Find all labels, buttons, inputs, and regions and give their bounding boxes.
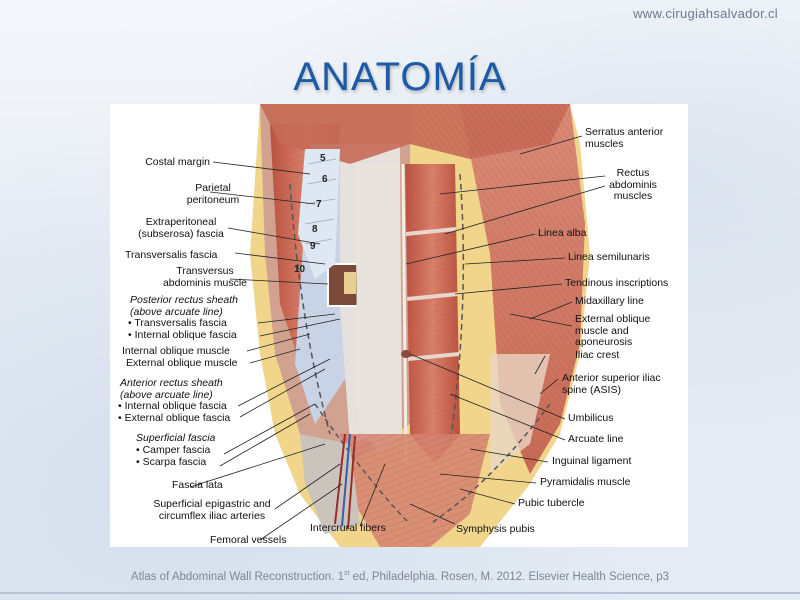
site-url: www.cirugiahsalvador.cl	[633, 6, 778, 21]
window-inner-layer	[344, 272, 356, 294]
label-transversalis-fascia: Transversalis fascia	[125, 249, 218, 261]
label-midaxillary-line: Midaxillary line	[575, 295, 644, 307]
linea-semilunaris-left	[289, 183, 331, 435]
label-superficial-epigastric-arteries: Superficial epigastric and circumflex il…	[153, 498, 271, 522]
label-arcuate-line: Arcuate line	[568, 433, 624, 445]
rib-number-8: 8	[312, 224, 318, 235]
tendinous-inscription-1	[405, 227, 457, 236]
label-symphysis-pubis: Symphysis pubis	[456, 523, 535, 535]
rib-number-6: 6	[322, 174, 328, 185]
label-posterior-rectus-sheath: Posterior rectus sheath (above arcuate l…	[130, 294, 238, 318]
inguinal-ligament-line-right	[429, 403, 551, 525]
external-oblique-aponeurosis	[490, 354, 550, 474]
label-linea-semilunaris: Linea semilunaris	[568, 251, 650, 263]
pectoral-fibers	[410, 104, 570, 159]
label-intercrural-fibers: Intercrural fibers	[310, 522, 386, 534]
label-femoral-vessels: Femoral vessels	[210, 534, 287, 546]
lower-fibers	[340, 434, 490, 547]
label-extraperitoneal-fascia: Extraperitoneal (subserosa) fascia	[138, 216, 224, 240]
rib-number-7: 7	[316, 199, 322, 210]
label-posterior-sheath-items: • Transversalis fascia • Internal obliqu…	[128, 317, 237, 341]
label-superficial-fascia-items: • Camper fascia • Scarpa fascia	[136, 444, 211, 468]
rib-number-10: 10	[294, 264, 306, 275]
femoral-vessels-drawing	[334, 433, 356, 530]
label-pyramidalis-muscle: Pyramidalis muscle	[540, 476, 631, 488]
rib-number-5: 5	[320, 153, 326, 164]
slide-title: ANATOMÍA	[293, 55, 507, 99]
abdominal-wall-illustration	[189, 104, 606, 547]
inguinal-ligament-line	[314, 403, 411, 525]
label-serratus-anterior: Serratus anterior muscles	[585, 126, 664, 150]
label-costal-margin: Costal margin	[145, 156, 210, 168]
label-anterior-rectus-sheath: Anterior rectus sheath (above arcuate li…	[120, 377, 223, 401]
rectus-right-fibers	[405, 164, 460, 464]
label-iliac-crest: Iliac crest	[575, 349, 620, 361]
linea-semilunaris	[449, 173, 465, 445]
rectus-sheath-left	[355, 164, 402, 454]
label-internal-oblique-muscle: Internal oblique muscle	[122, 345, 230, 357]
label-asis: Anterior superior iliac spine (ASIS)	[562, 372, 661, 396]
external-oblique-fibers	[460, 104, 585, 474]
costal-cartilages	[298, 149, 340, 279]
rib-number-9: 9	[310, 241, 316, 252]
tendinous-inscription-2	[406, 292, 459, 301]
umbilicus-mark	[401, 350, 411, 358]
pectoral-region-left	[260, 104, 410, 164]
fascia-lata-area	[300, 434, 360, 534]
leader-lines-left	[189, 161, 343, 541]
leader-lines-right	[359, 135, 606, 527]
citation-caption: Atlas of Abdominal Wall Reconstruction. …	[130, 570, 670, 583]
label-transversus-abdominis: Transversus abdominis muscle	[162, 265, 248, 289]
label-tendinous-inscriptions: Tendinous inscriptions	[565, 277, 669, 289]
label-parietal-peritoneum: Parietal peritoneum	[186, 182, 240, 206]
label-external-oblique-aponeurosis: External oblique muscle and aponeurosis	[575, 313, 651, 348]
label-superficial-fascia: Superficial fascia	[136, 432, 216, 444]
label-fascia-lata: Fascia lata	[172, 479, 223, 491]
label-anterior-sheath-items: • Internal oblique fascia • External obl…	[118, 400, 231, 424]
anatomy-figure: 5 6 7 8 9 10 Costal margin Parietal peri…	[110, 104, 688, 547]
linea-alba	[401, 163, 408, 465]
bottom-divider	[0, 592, 800, 594]
label-umbilicus: Umbilicus	[568, 412, 614, 424]
label-external-oblique-muscle: External oblique muscle	[126, 357, 238, 369]
label-linea-alba: Linea alba	[538, 227, 587, 239]
label-rectus-abdominis: Rectus abdominis muscles	[609, 167, 657, 202]
femoral-vein-drawing	[341, 433, 351, 527]
tendinous-inscription-3	[407, 352, 460, 361]
label-pubic-tubercle: Pubic tubercle	[518, 497, 585, 509]
label-inguinal-ligament: Inguinal ligament	[552, 455, 632, 467]
